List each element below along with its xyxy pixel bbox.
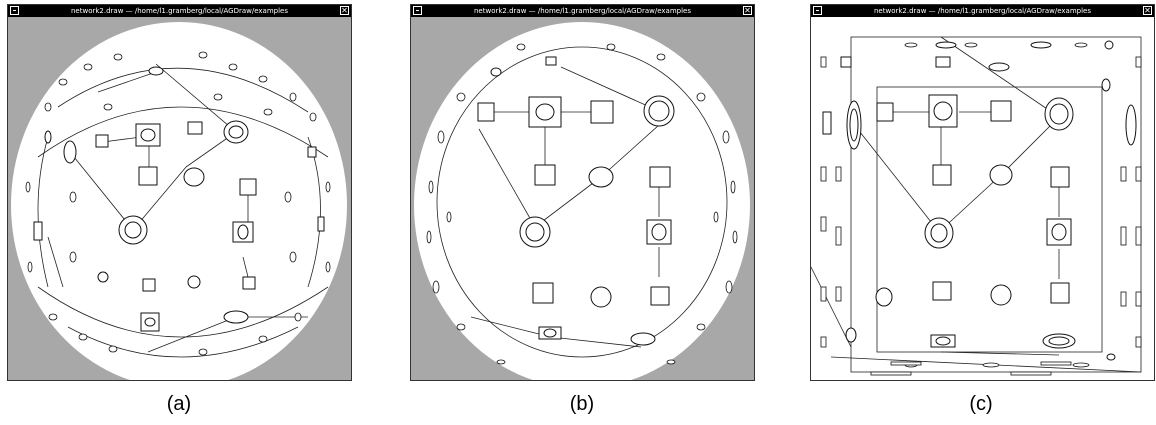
- window-menu-icon[interactable]: [413, 6, 422, 15]
- close-icon[interactable]: ✕: [743, 6, 752, 15]
- title-bar: network2.draw — /home/l1.gramberg/local/…: [8, 5, 351, 17]
- window-title: network2.draw — /home/l1.gramberg/local/…: [874, 7, 1091, 15]
- caption-b: (b): [569, 393, 595, 415]
- title-bar: network2.draw — /home/l1.gramberg/local/…: [411, 5, 754, 17]
- window-menu-icon[interactable]: [813, 6, 822, 15]
- window-a: network2.draw — /home/l1.gramberg/local/…: [7, 4, 352, 381]
- close-icon[interactable]: ✕: [1143, 6, 1152, 15]
- window-title: network2.draw — /home/l1.gramberg/local/…: [474, 7, 691, 15]
- drawing-canvas[interactable]: [411, 17, 754, 380]
- drawing-canvas[interactable]: [8, 17, 351, 380]
- window-title: network2.draw — /home/l1.gramberg/local/…: [71, 7, 288, 15]
- window-menu-icon[interactable]: [10, 6, 19, 15]
- close-icon[interactable]: ✕: [340, 6, 349, 15]
- drawing-canvas[interactable]: [811, 17, 1154, 380]
- caption-a: (a): [166, 393, 192, 415]
- caption-c: (c): [969, 393, 993, 415]
- fisheye-lens-area: [11, 22, 347, 380]
- window-b: network2.draw — /home/l1.gramberg/local/…: [410, 4, 755, 381]
- window-c: network2.draw — /home/l1.gramberg/local/…: [810, 4, 1155, 381]
- title-bar: network2.draw — /home/l1.gramberg/local/…: [811, 5, 1154, 17]
